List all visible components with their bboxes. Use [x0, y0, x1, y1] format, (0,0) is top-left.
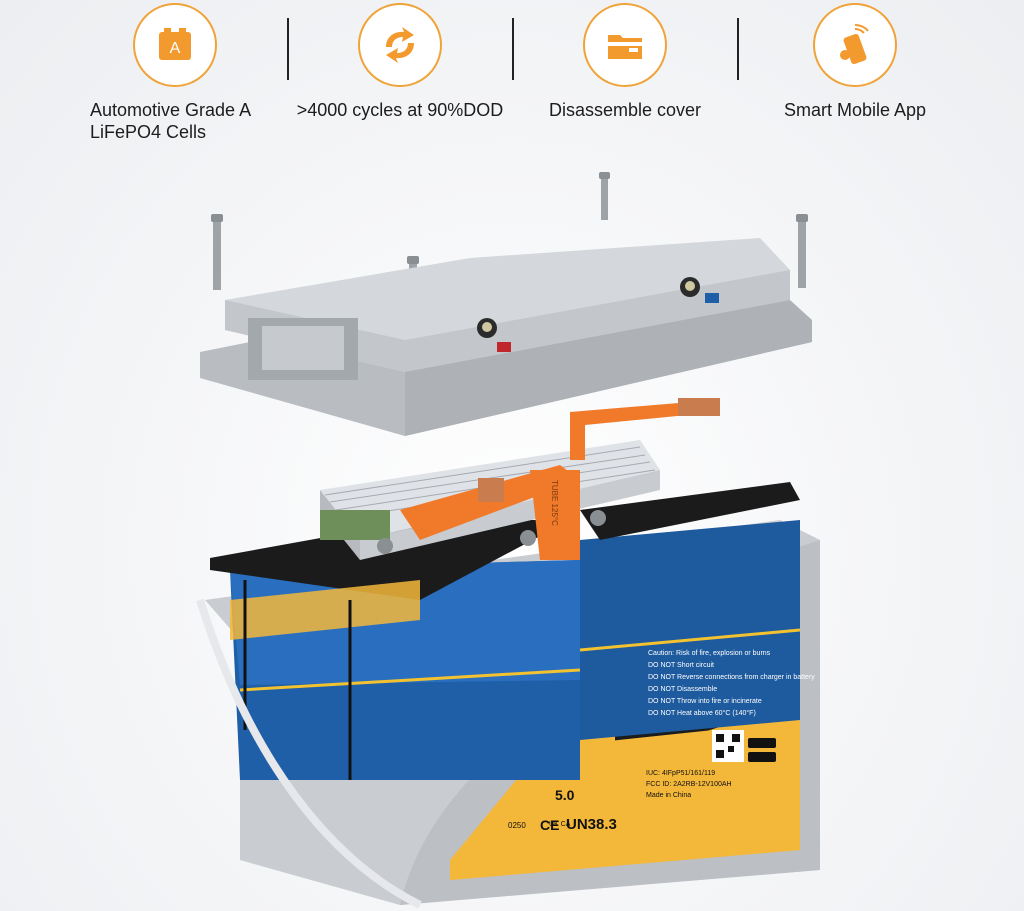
divider [287, 18, 289, 80]
badge-letter: A [170, 40, 181, 57]
warning-line: DO NOT Reverse connections from charger … [648, 674, 815, 681]
feature-label-cells: Automotive Grade A LiFePO4 Cells [90, 100, 252, 142]
feature-cycles: >4000 cycles at 90%DOD [285, 0, 515, 121]
battery-cell-icon: A [159, 28, 191, 60]
front-label: Caution: Risk of fire, explosion or burn… [508, 650, 815, 833]
feature-label-cycles: >4000 cycles at 90%DOD [296, 100, 504, 120]
feature-label-app: Smart Mobile App [783, 100, 927, 120]
divider [737, 18, 739, 80]
busbars: TUBE 125°C [377, 398, 720, 560]
warning-line: DO NOT Disassemble [648, 686, 717, 693]
busbar-label: TUBE 125°C [550, 480, 559, 526]
code-fragment: 0250 [508, 821, 526, 830]
warning-line: Caution: Risk of fire, explosion or burn… [648, 650, 771, 657]
battery-cells [210, 482, 801, 780]
app-store-badge [748, 738, 776, 748]
ukca-mark: UK CA [549, 821, 571, 828]
divider [512, 18, 514, 80]
feature-badge [358, 3, 442, 87]
warning-line: DO NOT Throw into fire or incinerate [648, 698, 762, 705]
feature-cover: Disassemble cover [510, 0, 740, 121]
un-cert-mark: UN38.3 [566, 816, 617, 833]
feature-cells: A Automotive Grade A LiFePO4 Cells [60, 0, 290, 143]
cycle-arrows-icon [386, 27, 414, 63]
ce-mark: CE [540, 817, 559, 833]
spec-line: IUC: 4IFpP51/161/119 [646, 770, 715, 777]
cutaway-edge [196, 598, 422, 909]
voltage-fragment: 5.0 [555, 787, 575, 803]
feature-label-cover: Disassemble cover [548, 100, 702, 120]
feature-badge: A [133, 3, 217, 87]
phone-app-icon [840, 24, 869, 65]
folder-cover-icon [608, 35, 642, 59]
spec-line: FCC ID: 2A2RB-12V100AH [646, 781, 732, 788]
feature-badge [583, 3, 667, 87]
google-play-badge [748, 752, 776, 762]
battery-exploded-view: TUBE 125°C Caution: Risk of fire, explos… [196, 172, 820, 909]
warning-line: DO NOT Heat above 60°C (140°F) [648, 709, 756, 717]
battery-cover [200, 238, 812, 436]
spec-line: Made in China [646, 792, 691, 799]
feature-app: Smart Mobile App [740, 0, 970, 121]
feature-bar: A Automotive Grade A LiFePO4 Cells >4000… [0, 0, 1024, 160]
warning-line: DO NOT Short circuit [648, 662, 714, 669]
feature-badge [813, 3, 897, 87]
